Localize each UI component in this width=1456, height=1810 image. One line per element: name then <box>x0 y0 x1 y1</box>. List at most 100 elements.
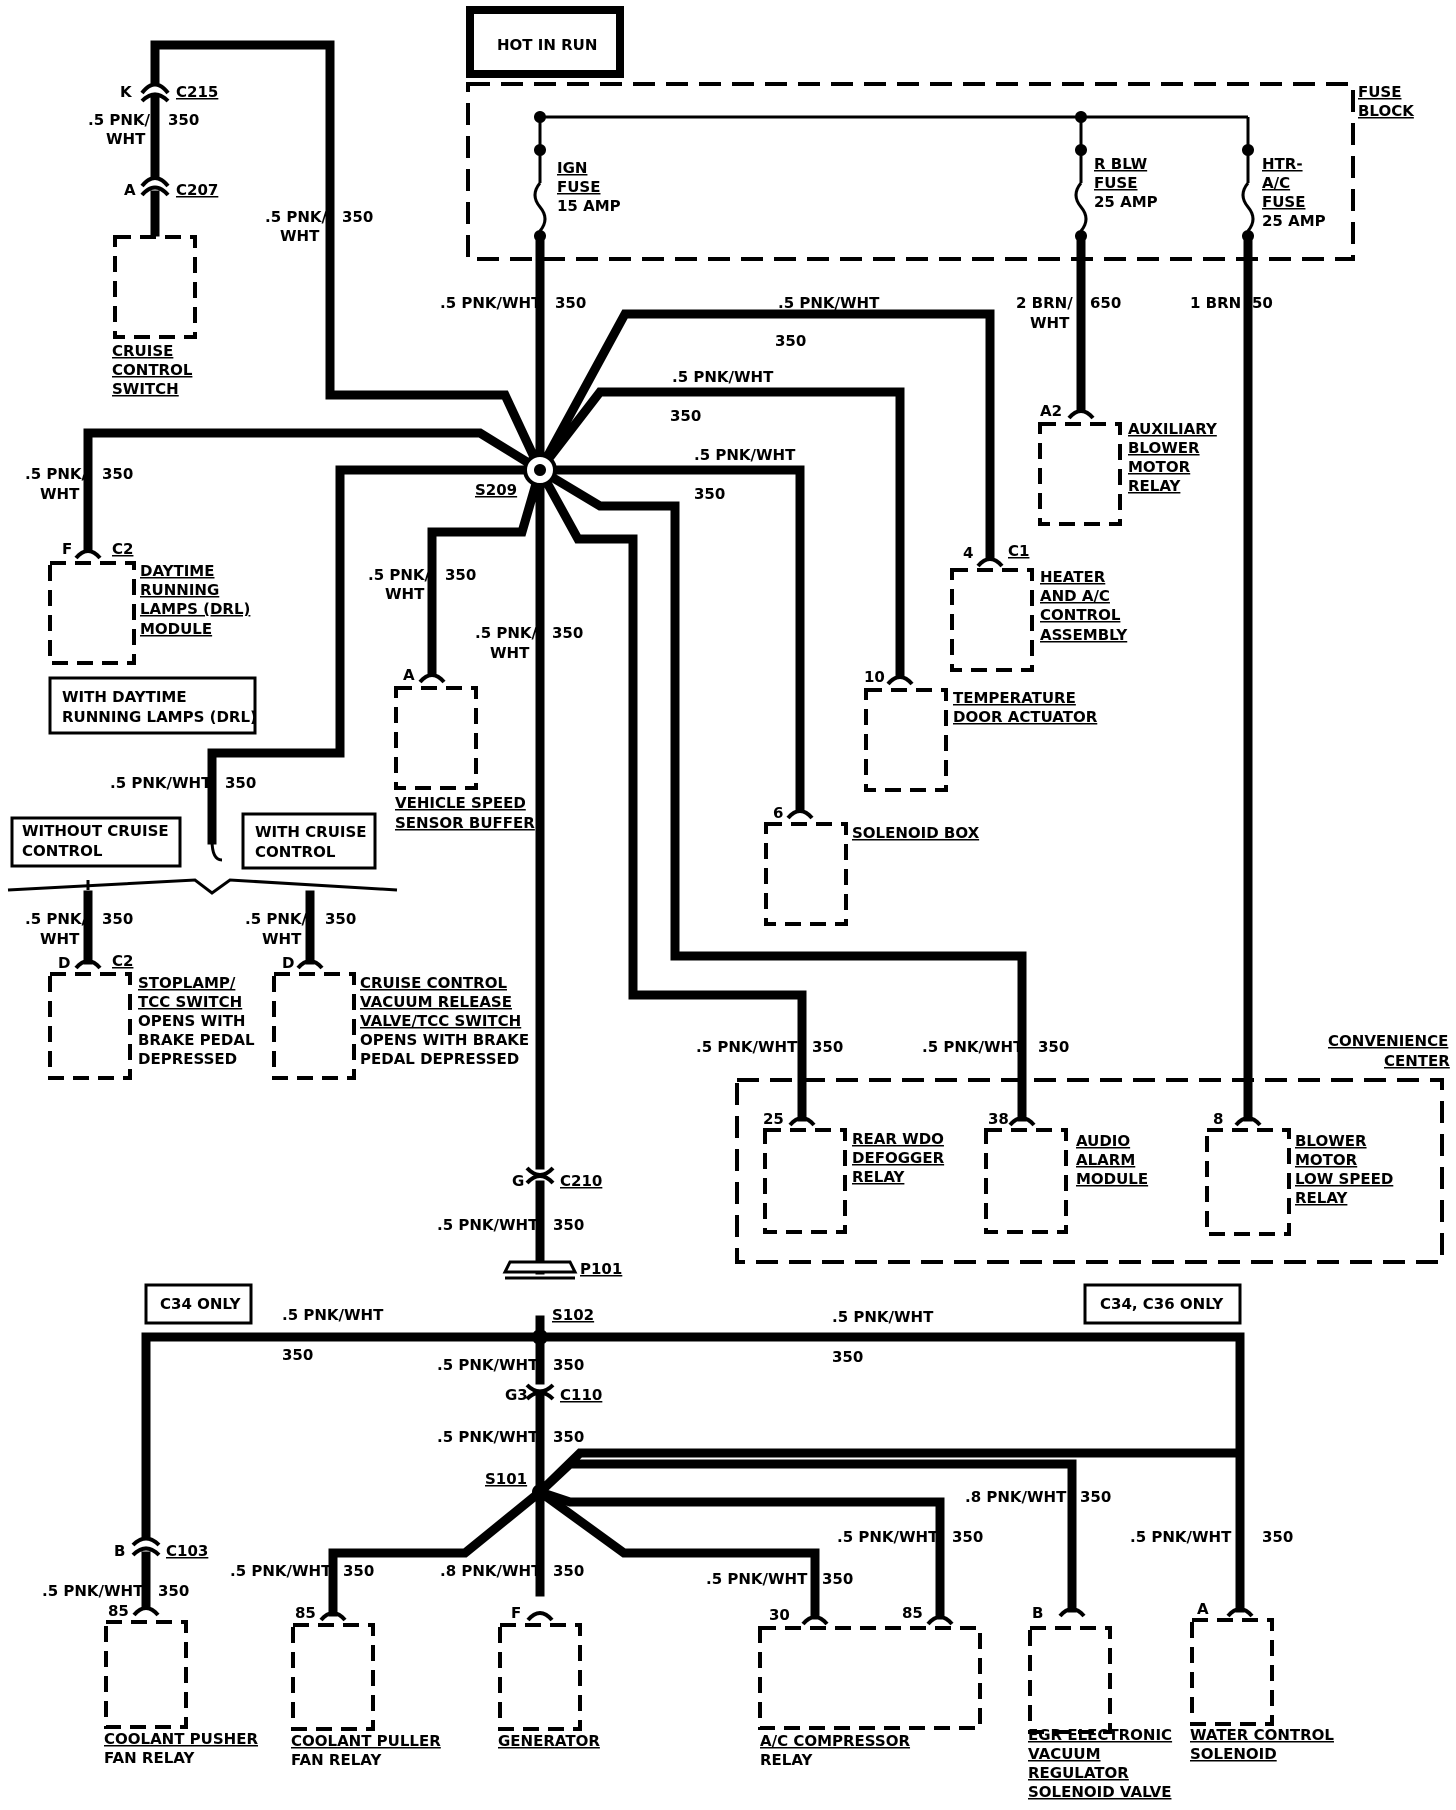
svg-text:MODULE: MODULE <box>1076 1170 1148 1188</box>
rblw-fuse-label-3: 25 AMP <box>1094 193 1158 211</box>
svg-text:REAR WDO: REAR WDO <box>852 1130 944 1148</box>
pin-f-drl: F <box>62 540 72 558</box>
svg-text:.8 PNK/WHT: .8 PNK/WHT <box>965 1488 1067 1506</box>
r-blw-fuse <box>1074 117 1088 242</box>
splice-s209 <box>523 453 557 487</box>
ign-fuse-label-2: FUSE <box>557 178 600 196</box>
connector-c210 <box>525 1166 555 1185</box>
svg-text:350: 350 <box>445 566 476 584</box>
svg-text:EGR ELECTRONIC: EGR ELECTRONIC <box>1028 1726 1172 1744</box>
svg-text:SOLENOID VALVE: SOLENOID VALVE <box>1028 1783 1171 1801</box>
svg-text:.5 PNK/: .5 PNK/ <box>25 910 88 928</box>
pin-30: 30 <box>769 1606 790 1624</box>
pin-25: 25 <box>763 1110 784 1128</box>
svg-text:WHT: WHT <box>40 930 80 948</box>
svg-text:STOPLAMP/: STOPLAMP/ <box>138 974 236 992</box>
svg-text:BLOWER: BLOWER <box>1295 1132 1367 1150</box>
svg-text:.5 PNK/: .5 PNK/ <box>245 910 308 928</box>
svg-text:BRAKE PEDAL: BRAKE PEDAL <box>138 1031 255 1049</box>
egr-box <box>1028 1626 1112 1734</box>
svg-text:.5 PNK/WHT: .5 PNK/WHT <box>230 1562 332 1580</box>
svg-text:650: 650 <box>1090 294 1121 312</box>
pin-8: 8 <box>1213 1110 1223 1128</box>
fuse-block-label-1: FUSE <box>1358 83 1401 101</box>
with-cruise-label-1: WITH CRUISE <box>255 823 367 841</box>
pin-10: 10 <box>864 668 885 686</box>
svg-text:350: 350 <box>168 111 199 129</box>
drl-module-box <box>48 561 136 665</box>
svg-text:.5 PNK/WHT: .5 PNK/WHT <box>42 1582 144 1600</box>
audio-alarm-box <box>984 1128 1068 1234</box>
without-cruise-box <box>10 816 182 868</box>
convenience-center-label-1: CONVENIENCE <box>1328 1032 1448 1050</box>
svg-text:GENERATOR: GENERATOR <box>498 1732 600 1750</box>
svg-text:CRUISE: CRUISE <box>112 342 173 360</box>
svg-text:COOLANT PULLER: COOLANT PULLER <box>291 1732 441 1750</box>
fuse-block-outline <box>466 82 1355 261</box>
svg-text:COOLANT PUSHER: COOLANT PUSHER <box>104 1730 258 1748</box>
svg-text:350: 350 <box>832 1348 863 1366</box>
pin-85-ac: 85 <box>902 1604 923 1622</box>
cruise-switch-box <box>113 235 197 339</box>
svg-text:LOW SPEED: LOW SPEED <box>1295 1170 1393 1188</box>
svg-text:WHT: WHT <box>40 485 80 503</box>
svg-text:350: 350 <box>822 1570 853 1588</box>
with-drl-label-2: RUNNING LAMPS (DRL) <box>62 708 257 726</box>
svg-text:350: 350 <box>775 332 806 350</box>
svg-text:.5 PNK/: .5 PNK/ <box>265 208 328 226</box>
hot-in-run-box <box>466 6 624 78</box>
svg-text:.5 PNK/WHT: .5 PNK/WHT <box>922 1038 1024 1056</box>
pin-b-egr: B <box>1032 1604 1043 1622</box>
connector-c207 <box>140 176 170 197</box>
svg-text:350: 350 <box>225 774 256 792</box>
svg-text:350: 350 <box>1038 1038 1069 1056</box>
svg-text:350: 350 <box>553 1216 584 1234</box>
svg-text:SENSOR BUFFER: SENSOR BUFFER <box>395 814 535 832</box>
svg-text:WATER CONTROL: WATER CONTROL <box>1190 1726 1334 1744</box>
pin-b-c103: B <box>114 1542 125 1560</box>
pin-k: K <box>120 83 133 101</box>
svg-text:A/C COMPRESSOR: A/C COMPRESSOR <box>760 1732 910 1750</box>
svg-text:AND A/C: AND A/C <box>1040 587 1110 605</box>
svg-text:2 BRN/: 2 BRN/ <box>1016 294 1073 312</box>
conn-c2-stoplamp: C2 <box>112 952 133 970</box>
connector-c103 <box>131 1536 161 1557</box>
svg-text:.5 PNK/WHT: .5 PNK/WHT <box>437 1356 539 1374</box>
svg-text:LAMPS (DRL): LAMPS (DRL) <box>140 600 250 618</box>
c34-only-box <box>144 1283 253 1325</box>
svg-text:TEMPERATURE: TEMPERATURE <box>953 689 1076 707</box>
solenoid-box <box>764 822 848 926</box>
svg-text:WHT: WHT <box>1030 314 1070 332</box>
svg-text:350: 350 <box>102 465 133 483</box>
svg-text:RELAY: RELAY <box>1128 477 1182 495</box>
svg-text:TCC SWITCH: TCC SWITCH <box>138 993 242 1011</box>
svg-text:.5 PNK/WHT: .5 PNK/WHT <box>437 1216 539 1234</box>
svg-text:HEATER: HEATER <box>1040 568 1106 586</box>
generator-box <box>498 1623 582 1731</box>
svg-text:.5 PNK/WHT: .5 PNK/WHT <box>694 446 796 464</box>
svg-text:.5 PNK/WHT: .5 PNK/WHT <box>672 368 774 386</box>
svg-text:WHT: WHT <box>106 130 146 148</box>
svg-text:AUDIO: AUDIO <box>1076 1132 1130 1150</box>
htr-ac-fuse <box>1241 144 1255 242</box>
component-labels: CRUISE CONTROL SWITCH DAYTIME RUNNING LA… <box>104 342 1393 1801</box>
svg-text:REGULATOR: REGULATOR <box>1028 1764 1129 1782</box>
svg-text:SOLENOID: SOLENOID <box>1190 1745 1277 1763</box>
convenience-center-label-2: CENTER <box>1384 1052 1450 1070</box>
rblw-fuse-label-1: R BLW <box>1094 155 1148 173</box>
svg-text:SOLENOID BOX: SOLENOID BOX <box>852 824 980 842</box>
conn-p101: P101 <box>580 1260 622 1278</box>
blower-low-box <box>1205 1128 1291 1236</box>
svg-text:.8 PNK/WHT: .8 PNK/WHT <box>440 1562 542 1580</box>
pin-d-stoplamp: D <box>58 954 70 972</box>
svg-text:350: 350 <box>552 624 583 642</box>
svg-text:SWITCH: SWITCH <box>112 380 179 398</box>
svg-text:.5 PNK/WHT: .5 PNK/WHT <box>110 774 212 792</box>
svg-text:.5 PNK/: .5 PNK/ <box>368 566 431 584</box>
pin-a2: A2 <box>1040 402 1062 420</box>
splice-s102 <box>532 1329 548 1345</box>
svg-text:350: 350 <box>158 1582 189 1600</box>
pin-a-water: A <box>1197 1600 1209 1618</box>
heater-ac-box <box>950 568 1034 672</box>
